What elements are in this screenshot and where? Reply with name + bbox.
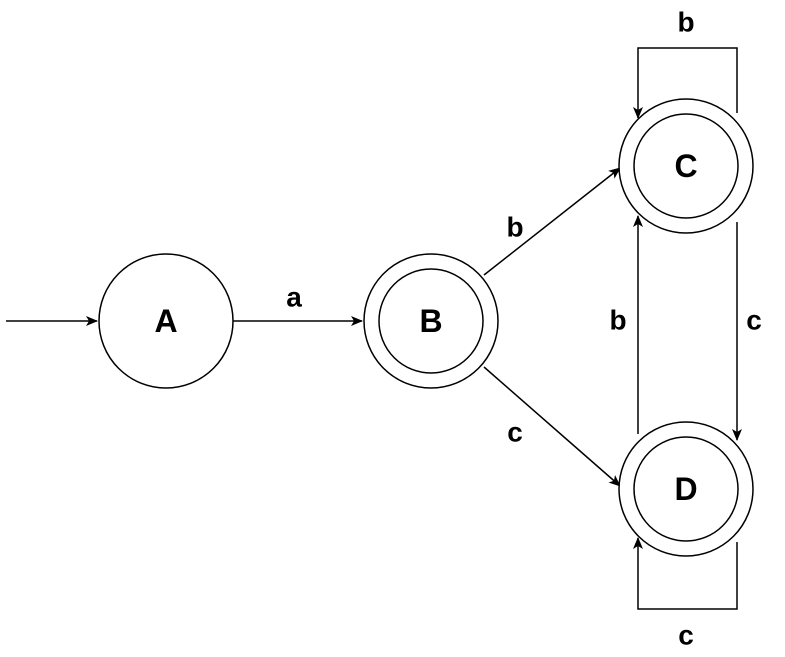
state-c-inner-circle <box>633 113 739 219</box>
edge-d-self-loop <box>633 537 738 610</box>
state-b-inner-circle <box>378 268 484 374</box>
state-c-label: C <box>674 148 697 184</box>
edge-b-to-c-label: b <box>506 212 523 243</box>
state-a-circle <box>98 253 234 389</box>
state-d: D <box>618 421 754 557</box>
state-d-inner-circle <box>633 436 739 542</box>
state-b-label: B <box>419 303 442 339</box>
state-d-label: D <box>674 471 697 507</box>
state-a-label: A <box>154 303 177 339</box>
edge-d-self-loop-label: c <box>678 620 694 651</box>
state-c: C <box>618 98 754 234</box>
edge-b-to-d-label: c <box>507 417 523 448</box>
edge-c-self-loop-label: b <box>677 7 694 38</box>
edge-c-self-loop <box>633 47 738 119</box>
edge-a-to-b-label: a <box>286 282 302 313</box>
edge-b-to-d <box>483 366 621 487</box>
edge-d-to-c-label: b <box>609 305 626 336</box>
state-b: B <box>363 253 499 389</box>
edge-c-to-d-label: c <box>746 305 762 336</box>
edge-b-to-c <box>483 167 621 276</box>
state-a: A <box>98 253 234 389</box>
